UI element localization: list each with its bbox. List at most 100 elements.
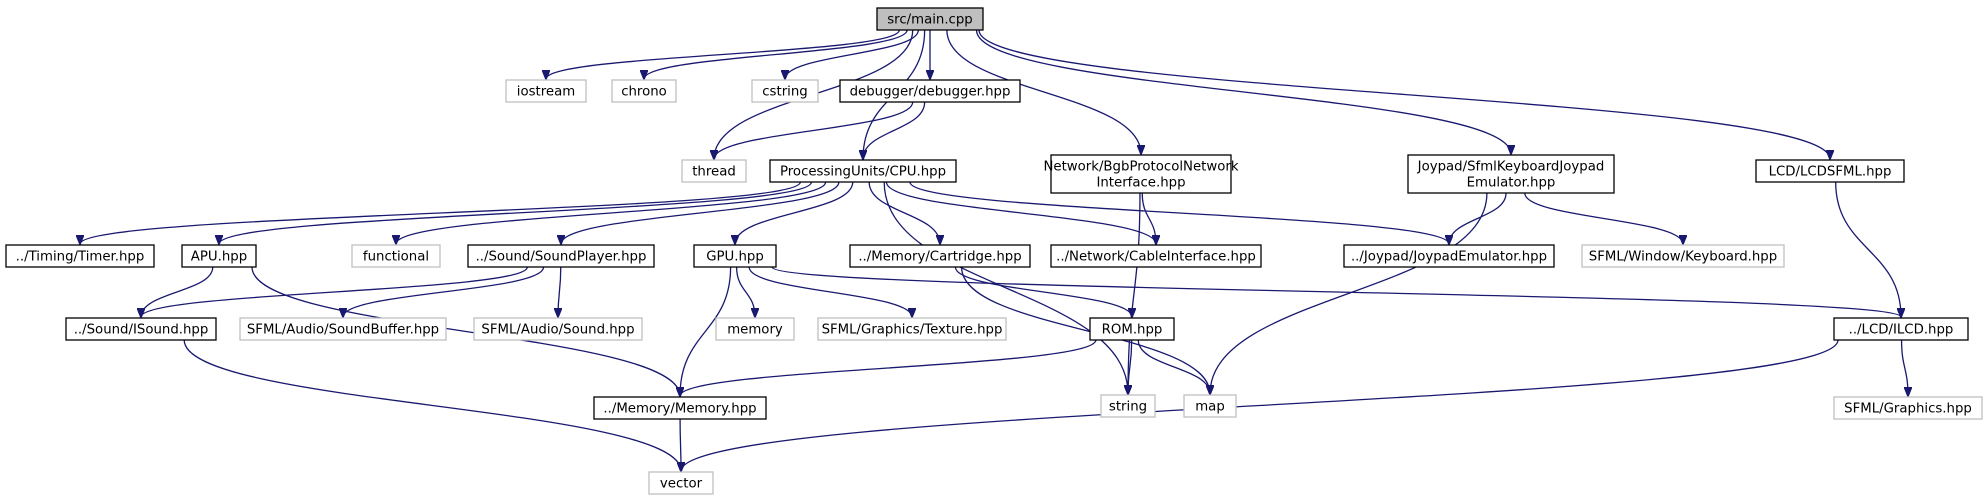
node-isound[interactable]: ../Sound/ISound.hpp: [65, 317, 217, 341]
node-map[interactable]: map: [1183, 394, 1237, 418]
node-keyboard-label-0: SFML/Window/Keyboard.hpp: [1589, 250, 1777, 265]
node-functional[interactable]: functional: [351, 244, 441, 268]
node-cable-label-0: ../Network/CableInterface.hpp: [1056, 250, 1256, 265]
node-ilcd[interactable]: ../LCD/ILCD.hpp: [1833, 317, 1969, 341]
node-soundplayer-box: [467, 244, 655, 268]
edge-cartridge-to-map: [960, 266, 1210, 394]
node-cstring-label-0: cstring: [762, 85, 807, 100]
edge-gpu-to-texture: [748, 266, 912, 317]
node-joyemu-box: [1343, 244, 1555, 268]
node-sound[interactable]: SFML/Audio/Sound.hpp: [473, 317, 643, 341]
edge-cpu-to-timer: [80, 181, 802, 244]
node-soundbuffer[interactable]: SFML/Audio/SoundBuffer.hpp: [239, 317, 447, 341]
node-chrono[interactable]: chrono: [611, 79, 677, 103]
edge-soundplayer-to-isound: [141, 266, 529, 317]
edge-cpu-to-gpu: [735, 181, 854, 244]
node-sfmljoy-label-1: Emulator.hpp: [1467, 176, 1556, 191]
edge-cpu-to-apu: [219, 181, 813, 244]
node-main-box: [876, 7, 984, 31]
node-memhpp[interactable]: ../Memory/Memory.hpp: [593, 396, 767, 420]
nodes-layer: src/main.cpp iostream chrono cstring debugge…: [5, 7, 1983, 495]
node-main[interactable]: src/main.cpp: [876, 7, 984, 31]
node-joyemu-label-0: ../Joypad/JoypadEmulator.hpp: [1351, 250, 1547, 265]
node-texture-label-0: SFML/Graphics/Texture.hpp: [822, 323, 1003, 338]
node-texture[interactable]: SFML/Graphics/Texture.hpp: [817, 317, 1007, 341]
edge-gpu-to-memory: [735, 266, 755, 317]
node-rom[interactable]: ROM.hpp: [1089, 317, 1175, 341]
node-thread-label-0: thread: [692, 165, 736, 180]
node-chrono-label-0: chrono: [621, 85, 667, 100]
node-functional-label-0: functional: [363, 250, 429, 265]
node-cpu[interactable]: ProcessingUnits/CPU.hpp: [769, 159, 957, 183]
node-gpu[interactable]: GPU.hpp: [693, 244, 777, 268]
edge-apu-to-memhpp: [251, 266, 680, 396]
edge-main-to-sfmljoy: [975, 29, 1511, 154]
node-cable[interactable]: ../Network/CableInterface.hpp: [1050, 244, 1262, 268]
node-keyboard-box: [1581, 244, 1785, 268]
edge-main-to-iostream: [546, 29, 900, 79]
edge-debugger-to-cpu: [863, 101, 926, 159]
node-memory-box: [715, 317, 795, 341]
node-graphics-box: [1833, 396, 1983, 420]
node-joyemu[interactable]: ../Joypad/JoypadEmulator.hpp: [1343, 244, 1555, 268]
node-vector-box: [648, 471, 714, 495]
edge-bgb-to-cable: [1141, 192, 1156, 244]
edge-rom-to-map: [1137, 339, 1210, 394]
node-apu[interactable]: APU.hpp: [181, 244, 257, 268]
edge-sfmljoy-to-joyemu: [1449, 192, 1507, 244]
node-cstring-box: [751, 79, 819, 103]
node-string[interactable]: string: [1100, 394, 1156, 418]
node-timer[interactable]: ../Timing/Timer.hpp: [5, 244, 155, 268]
node-memory[interactable]: memory: [715, 317, 795, 341]
node-map-box: [1183, 394, 1237, 418]
edge-cpu-to-functional: [396, 181, 827, 244]
node-ilcd-box: [1833, 317, 1969, 341]
node-thread[interactable]: thread: [681, 159, 747, 183]
node-soundbuffer-box: [239, 317, 447, 341]
node-lcdsfml-label-0: LCD/LCDSFML.hpp: [1769, 165, 1892, 180]
node-cartridge[interactable]: ../Memory/Cartridge.hpp: [849, 244, 1031, 268]
node-string-box: [1100, 394, 1156, 418]
edge-cpu-to-cable: [885, 181, 1156, 244]
node-sfmljoy-box: [1407, 154, 1615, 194]
node-lcdsfml[interactable]: LCD/LCDSFML.hpp: [1755, 159, 1905, 183]
node-gpu-label-0: GPU.hpp: [706, 250, 764, 265]
node-cstring[interactable]: cstring: [751, 79, 819, 103]
node-bgb-label-1: Interface.hpp: [1096, 176, 1185, 191]
edge-cpu-to-soundplayer: [561, 181, 840, 244]
edge-main-to-chrono: [644, 29, 908, 79]
node-vector[interactable]: vector: [648, 471, 714, 495]
edge-gpu-to-memhpp: [680, 266, 732, 396]
node-debugger-label-0: debugger/debugger.hpp: [850, 85, 1011, 100]
edge-apu-to-isound: [141, 266, 214, 317]
node-timer-box: [5, 244, 155, 268]
edge-isound-to-vector: [183, 339, 681, 471]
edge-sfmljoy-to-keyboard: [1524, 192, 1683, 244]
node-timer-label-0: ../Timing/Timer.hpp: [16, 250, 145, 265]
edge-gpu-to-ilcd: [771, 266, 1901, 317]
node-chrono-box: [611, 79, 677, 103]
node-debugger[interactable]: debugger/debugger.hpp: [839, 79, 1021, 103]
node-graphics[interactable]: SFML/Graphics.hpp: [1833, 396, 1983, 420]
node-apu-box: [181, 244, 257, 268]
node-soundplayer[interactable]: ../Sound/SoundPlayer.hpp: [467, 244, 655, 268]
node-keyboard[interactable]: SFML/Window/Keyboard.hpp: [1581, 244, 1785, 268]
edge-sfmljoy-to-map: [1210, 192, 1488, 394]
node-functional-box: [351, 244, 441, 268]
node-iostream[interactable]: iostream: [505, 79, 587, 103]
node-bgb-label-0: Network/BgbProtocolNetwork: [1043, 160, 1238, 175]
node-cartridge-box: [849, 244, 1031, 268]
edge-lcdsfml-to-ilcd: [1835, 181, 1901, 317]
node-ilcd-label-0: ../LCD/ILCD.hpp: [1849, 323, 1954, 338]
edge-ilcd-to-graphics: [1900, 339, 1908, 396]
edge-soundplayer-to-sound: [558, 266, 561, 317]
node-sound-label-0: SFML/Audio/Sound.hpp: [481, 323, 634, 338]
node-main-label-0: src/main.cpp: [887, 13, 973, 28]
node-bgb-box: [1050, 154, 1232, 194]
node-cartridge-label-0: ../Memory/Cartridge.hpp: [858, 250, 1021, 265]
node-soundbuffer-label-0: SFML/Audio/SoundBuffer.hpp: [247, 323, 439, 338]
node-rom-box: [1089, 317, 1175, 341]
